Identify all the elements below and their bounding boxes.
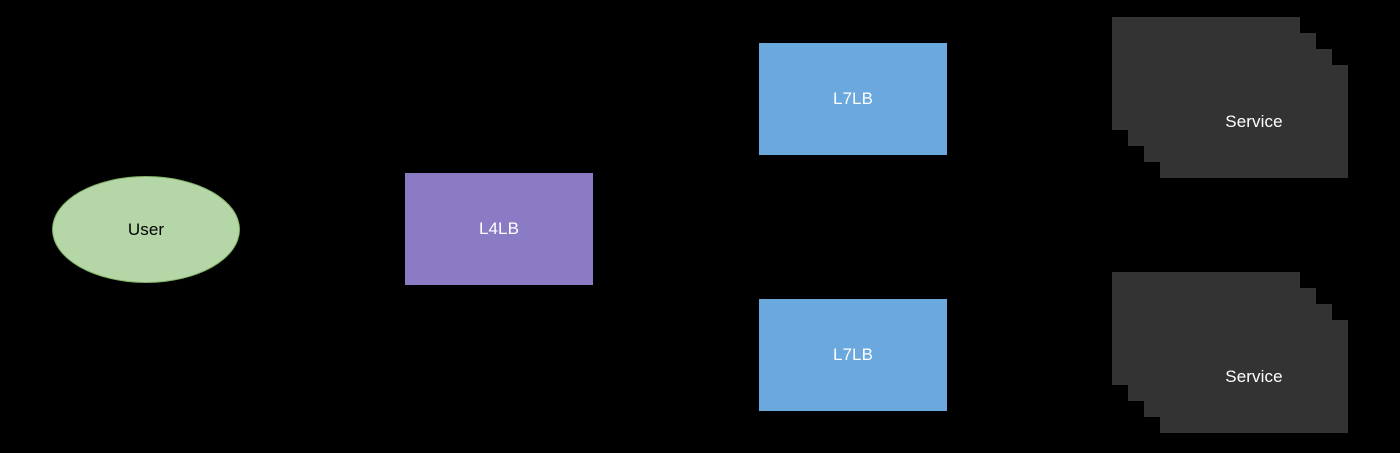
node-l7lb-top[interactable]: L7LB xyxy=(759,43,947,155)
node-user-label: User xyxy=(127,219,165,239)
node-user[interactable]: User xyxy=(52,176,240,283)
service-card-label: Service xyxy=(1225,366,1283,386)
node-l4lb[interactable]: L4LB xyxy=(405,173,593,285)
node-service-stack-top[interactable]: Service xyxy=(1112,17,1348,178)
node-service-stack-bottom[interactable]: Service xyxy=(1112,272,1348,433)
node-l7lb-bottom[interactable]: L7LB xyxy=(759,299,947,411)
service-card[interactable]: Service xyxy=(1160,65,1348,178)
service-card-label: Service xyxy=(1225,111,1283,131)
service-card[interactable]: Service xyxy=(1160,320,1348,433)
node-l4lb-label: L4LB xyxy=(478,219,520,238)
node-l7lb-bottom-label: L7LB xyxy=(832,345,874,364)
node-l7lb-top-label: L7LB xyxy=(832,89,874,108)
